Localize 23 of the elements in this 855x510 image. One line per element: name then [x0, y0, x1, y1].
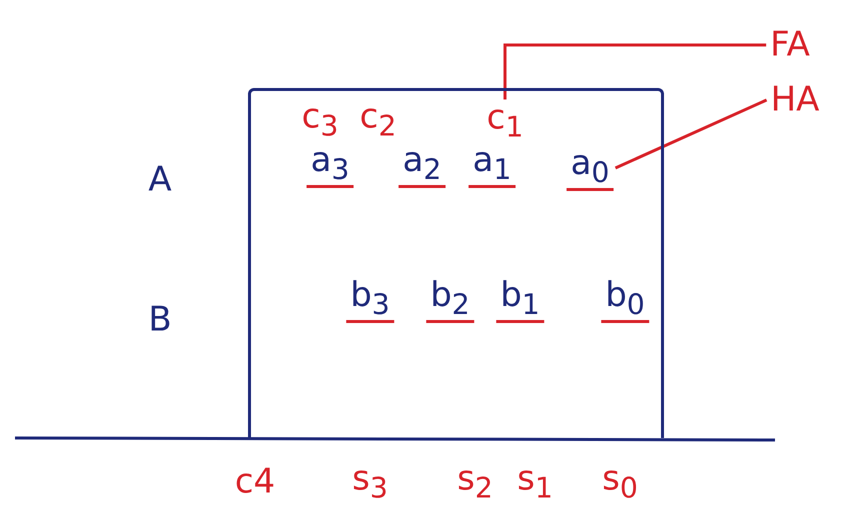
carry-variable: c$_{1}$ [486, 100, 524, 142]
bit-variable: a$_{1}$ [468, 142, 516, 188]
fa-label: FA [770, 26, 810, 64]
carry-variable: c$_{3}$ [302, 98, 338, 142]
sum-variable: s$_{1}$ [517, 460, 553, 504]
row-label: B [148, 301, 172, 339]
ha-label: HA [770, 81, 820, 119]
leader-line [504, 44, 766, 100]
bit-variable: b$_{3}$ [346, 277, 394, 323]
sum-variable: s$_{2}$ [457, 460, 493, 504]
row-label: A [148, 161, 172, 199]
bit-variable: b$_{0}$ [601, 277, 649, 323]
bit-variable: a$_{3}$ [306, 142, 354, 188]
bit-variable: b$_{1}$ [496, 277, 544, 323]
carry-variable: c$_{2}$ [360, 98, 396, 142]
bit-variable: b$_{2}$ [426, 277, 474, 323]
adder-box [248, 88, 664, 438]
leader-line [614, 98, 768, 170]
bit-variable: a$_{2}$ [398, 142, 446, 188]
bit-variable: a$_{0}$ [566, 145, 614, 191]
sum-variable: s$_{0}$ [602, 460, 638, 504]
sum-variable: s$_{3}$ [352, 460, 388, 504]
carry-out-variable: c4 [234, 463, 276, 501]
